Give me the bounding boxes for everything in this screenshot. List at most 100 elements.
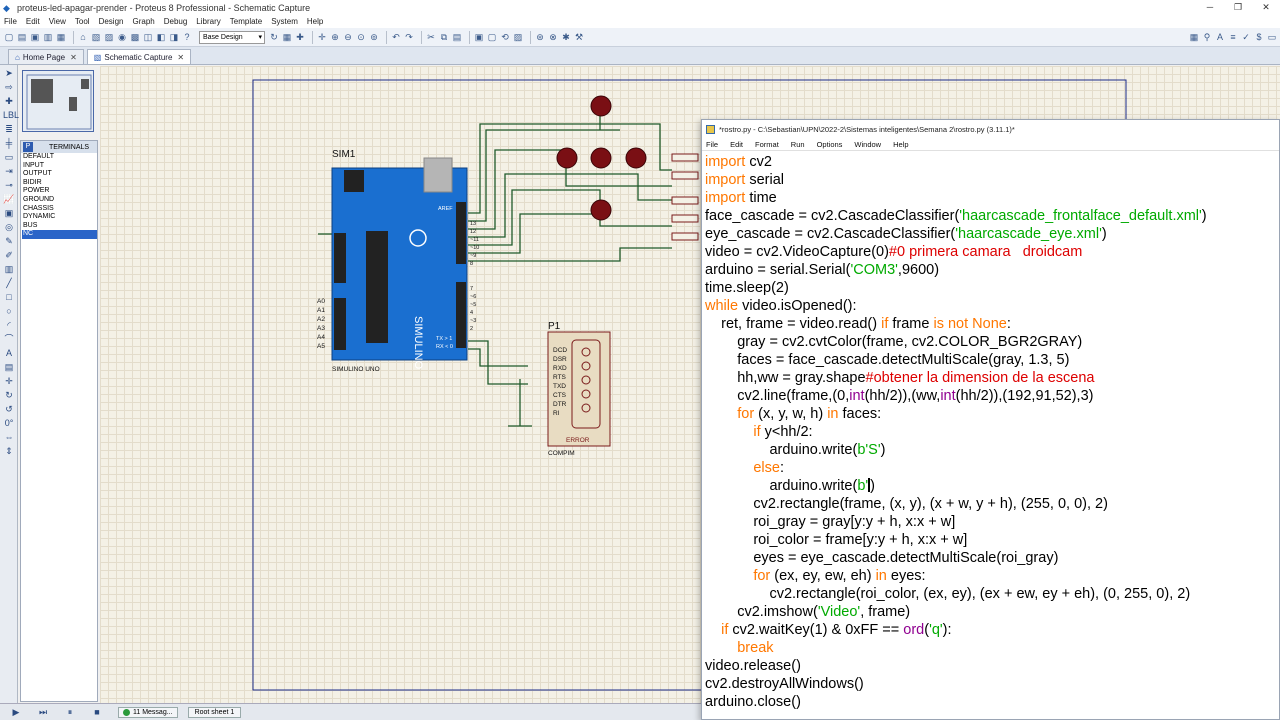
code-line[interactable]: import time: [705, 189, 1207, 207]
text-script-icon[interactable]: ≣: [5, 124, 13, 134]
menu-edit[interactable]: Edit: [25, 17, 40, 26]
code-line[interactable]: cv2.rectangle(frame, (x, y), (x + w, y +…: [705, 495, 1207, 513]
list-item[interactable]: DYNAMIC: [23, 213, 56, 221]
maximize-icon[interactable]: ❐: [1233, 2, 1243, 12]
selection-mode-icon[interactable]: ➤: [5, 68, 13, 78]
menu-template[interactable]: Template: [229, 17, 263, 26]
code-line[interactable]: for (x, y, w, h) in faces:: [705, 405, 1207, 423]
step-icon[interactable]: ⏭: [38, 707, 48, 717]
generator-icon[interactable]: ◎: [5, 222, 13, 232]
code-line[interactable]: import cv2: [705, 153, 1207, 171]
marker-icon[interactable]: ✛: [5, 376, 13, 386]
code-line[interactable]: roi_color = frame[y:y + h, x:x + w]: [705, 531, 1207, 549]
voltage-probe-icon[interactable]: ✎: [5, 236, 13, 246]
rotate-ccw-icon[interactable]: ↺: [5, 404, 13, 414]
code-line[interactable]: video = cv2.VideoCapture(0)#0 primera ca…: [705, 243, 1207, 261]
close-icon[interactable]: ✕: [70, 52, 77, 62]
list-item[interactable]: INPUT: [23, 161, 44, 169]
cut-icon[interactable]: ✂: [427, 32, 435, 42]
code-line[interactable]: for (ex, ey, ew, eh) in eyes:: [705, 567, 1207, 585]
property-tool-icon[interactable]: A: [1216, 32, 1223, 42]
menu-graph[interactable]: Graph: [132, 17, 155, 26]
code-line[interactable]: hh,ww = gray.shape#obtener la dimension …: [705, 369, 1207, 387]
box-icon[interactable]: □: [6, 292, 12, 302]
bom-icon[interactable]: ▩: [130, 32, 140, 42]
stop-icon[interactable]: ■: [94, 707, 100, 717]
code-line[interactable]: roi_gray = gray[y:y + h, x:x + w]: [705, 513, 1207, 531]
idle-menu-help[interactable]: Help: [893, 139, 909, 149]
current-probe-icon[interactable]: ✐: [5, 250, 13, 260]
code-line[interactable]: cv2.destroyAllWindows(): [705, 675, 1207, 693]
origin-icon[interactable]: ✚: [296, 32, 304, 42]
code-line[interactable]: cv2.imshow('Video', frame): [705, 603, 1207, 621]
mirror-x-icon[interactable]: ⇔: [4, 432, 14, 442]
symbol-icon[interactable]: ▤: [4, 362, 14, 372]
pcb-icon[interactable]: ▨: [104, 32, 114, 42]
close-icon[interactable]: ✕: [177, 52, 185, 62]
rotate-cw-icon[interactable]: ↻: [5, 390, 13, 400]
refresh-icon[interactable]: ↻: [270, 32, 278, 42]
junction-icon[interactable]: ✚: [5, 96, 13, 106]
code-line[interactable]: faces = face_cascade.detectMultiScale(gr…: [705, 351, 1207, 369]
import-icon[interactable]: ▥: [43, 32, 53, 42]
redo-icon[interactable]: ↷: [405, 32, 413, 42]
wire-label-icon[interactable]: LBL: [3, 110, 20, 120]
code-line[interactable]: face_cascade = cv2.CascadeClassifier('ha…: [705, 207, 1207, 225]
code-line[interactable]: eyes = eye_cascade.detectMultiScale(roi_…: [705, 549, 1207, 567]
block-copy-icon[interactable]: ▣: [474, 32, 484, 42]
home-icon[interactable]: ⌂: [80, 32, 86, 42]
code-line[interactable]: arduino = serial.Serial('COM3',9600): [705, 261, 1207, 279]
library-icon[interactable]: ◨: [169, 32, 179, 42]
pan-icon[interactable]: ✛: [318, 32, 326, 42]
code-line[interactable]: cv2.line(frame,(0,int(hh/2)),(ww,int(hh/…: [705, 387, 1207, 405]
netlist-to-ares-icon[interactable]: ▭: [1267, 32, 1277, 42]
line-icon[interactable]: ╱: [6, 278, 12, 288]
list-item[interactable]: DEFAULT: [23, 153, 54, 160]
pick-button[interactable]: P: [23, 142, 33, 152]
menu-tool[interactable]: Tool: [74, 17, 90, 26]
pick-device-icon[interactable]: ⊛: [536, 32, 544, 42]
list-item[interactable]: POWER: [23, 187, 50, 195]
save-icon[interactable]: ▣: [30, 32, 40, 42]
decompose-icon[interactable]: ✱: [562, 32, 570, 42]
code-line[interactable]: arduino.write(b'S'): [705, 441, 1207, 459]
code-line[interactable]: time.sleep(2): [705, 279, 1207, 297]
list-item[interactable]: BUS: [23, 221, 38, 229]
root-sheet-indicator[interactable]: Root sheet 1: [187, 706, 242, 718]
code-line[interactable]: eye_cascade = cv2.CascadeClassifier('haa…: [705, 225, 1207, 243]
close-icon[interactable]: ✕: [1262, 2, 1270, 12]
idle-menu-options[interactable]: Options: [816, 139, 843, 149]
design-variant-select[interactable]: Base Design ▾: [199, 30, 265, 44]
bill-of-materials-icon[interactable]: $: [1256, 32, 1262, 42]
graph-icon[interactable]: 📈: [3, 194, 15, 204]
zoom-area-icon[interactable]: ⊚: [370, 32, 378, 42]
idle-menu-edit[interactable]: Edit: [730, 139, 744, 149]
source-icon[interactable]: ◫: [143, 32, 153, 42]
text-icon[interactable]: A: [5, 348, 12, 358]
code-line[interactable]: ret, frame = video.read() if frame is no…: [705, 315, 1207, 333]
new-file-icon[interactable]: ▢: [4, 32, 14, 42]
play-icon[interactable]: ▶: [12, 707, 20, 717]
menu-view[interactable]: View: [48, 17, 66, 26]
undo-icon[interactable]: ↶: [392, 32, 400, 42]
list-item[interactable]: BIDIR: [23, 178, 42, 186]
menu-help[interactable]: Help: [306, 17, 324, 26]
terminals-mode-icon[interactable]: ⇥: [5, 166, 13, 176]
close-project-icon[interactable]: ▦: [56, 32, 66, 42]
code-line[interactable]: break: [705, 639, 1207, 657]
pause-icon[interactable]: ⏸: [67, 707, 73, 717]
code-line[interactable]: if cv2.waitKey(1) & 0xFF == ord('q'):: [705, 621, 1207, 639]
subcircuit-icon[interactable]: ▭: [4, 152, 14, 162]
help-icon[interactable]: ?: [184, 32, 190, 42]
debug-icon[interactable]: ◧: [156, 32, 166, 42]
zoom-out-icon[interactable]: ⊖: [344, 32, 352, 42]
code-line[interactable]: import serial: [705, 171, 1207, 189]
search-icon[interactable]: ⚲: [1203, 32, 1211, 42]
idle-menu-format[interactable]: Format: [755, 139, 779, 149]
messages-indicator[interactable]: 11 Messag...: [118, 706, 178, 718]
code-line[interactable]: while video.isOpened():: [705, 297, 1207, 315]
code-line[interactable]: video.release(): [705, 657, 1207, 675]
grid-icon[interactable]: ▦: [282, 32, 292, 42]
tab-schematic-capture[interactable]: ▧ Schematic Capture ✕: [86, 49, 192, 64]
open-folder-icon[interactable]: ▤: [17, 32, 27, 42]
